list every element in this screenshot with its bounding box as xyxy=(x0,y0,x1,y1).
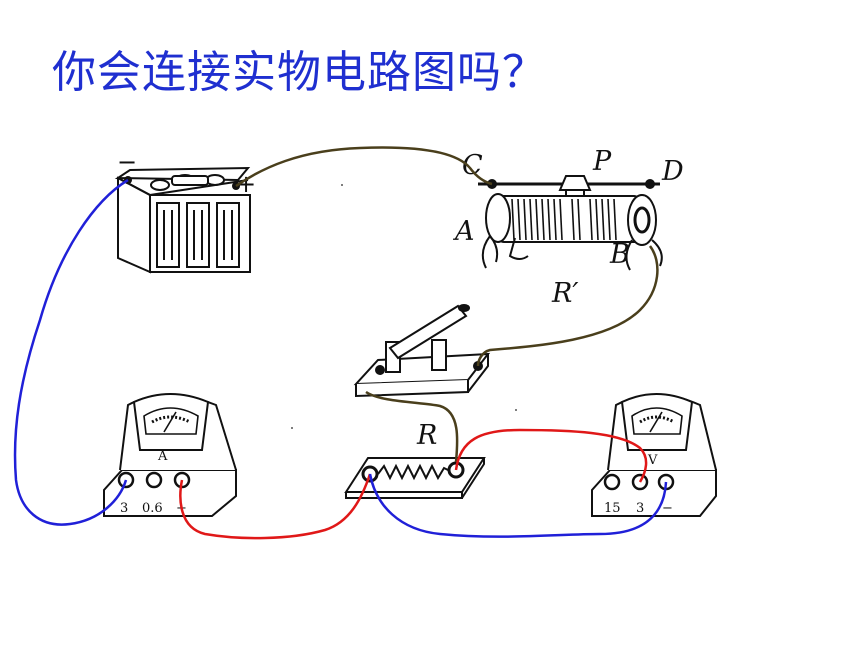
ammeter-terminal-high: 3 xyxy=(120,501,128,516)
resistor: R xyxy=(344,420,486,499)
wire-resistor-to-voltmeter xyxy=(368,473,668,538)
battery: − + xyxy=(114,148,256,274)
rheostat-label-r-prime: R′ xyxy=(551,278,578,309)
ammeter-letter: A xyxy=(157,449,168,464)
rheostat-label-a: A xyxy=(452,216,475,247)
battery-negative-label: − xyxy=(117,148,137,176)
rheostat-label-b: B xyxy=(609,239,630,270)
voltmeter-terminal-neg: − xyxy=(662,501,673,516)
rheostat: C P D A B R′ xyxy=(452,146,684,309)
wire-battery-to-rheostat xyxy=(235,146,493,188)
resistor-label-r: R xyxy=(416,420,437,451)
wire-switch-to-resistor xyxy=(365,390,459,463)
knife-switch xyxy=(353,304,491,398)
voltmeter-terminal-high: 15 xyxy=(604,501,621,516)
rheostat-label-c: C xyxy=(462,150,483,181)
wire-ammeter-to-resistor xyxy=(179,473,372,540)
voltmeter: V 15 3 − xyxy=(591,393,717,517)
voltmeter-letter: V xyxy=(647,453,658,468)
wire-rheostat-to-switch xyxy=(476,245,659,367)
ammeter-terminal-mid: 0.6 xyxy=(142,501,163,516)
wire-battery-to-ammeter xyxy=(13,178,129,526)
rheostat-label-p: P xyxy=(592,146,612,177)
wire-resistor-to-voltmeter-red xyxy=(454,428,648,483)
voltmeter-terminal-mid: 3 xyxy=(636,501,644,516)
page-title: 你会连接实物电路图吗？ xyxy=(52,47,547,98)
rheostat-label-d: D xyxy=(661,156,684,187)
ammeter: A 3 0.6 − xyxy=(103,393,237,517)
